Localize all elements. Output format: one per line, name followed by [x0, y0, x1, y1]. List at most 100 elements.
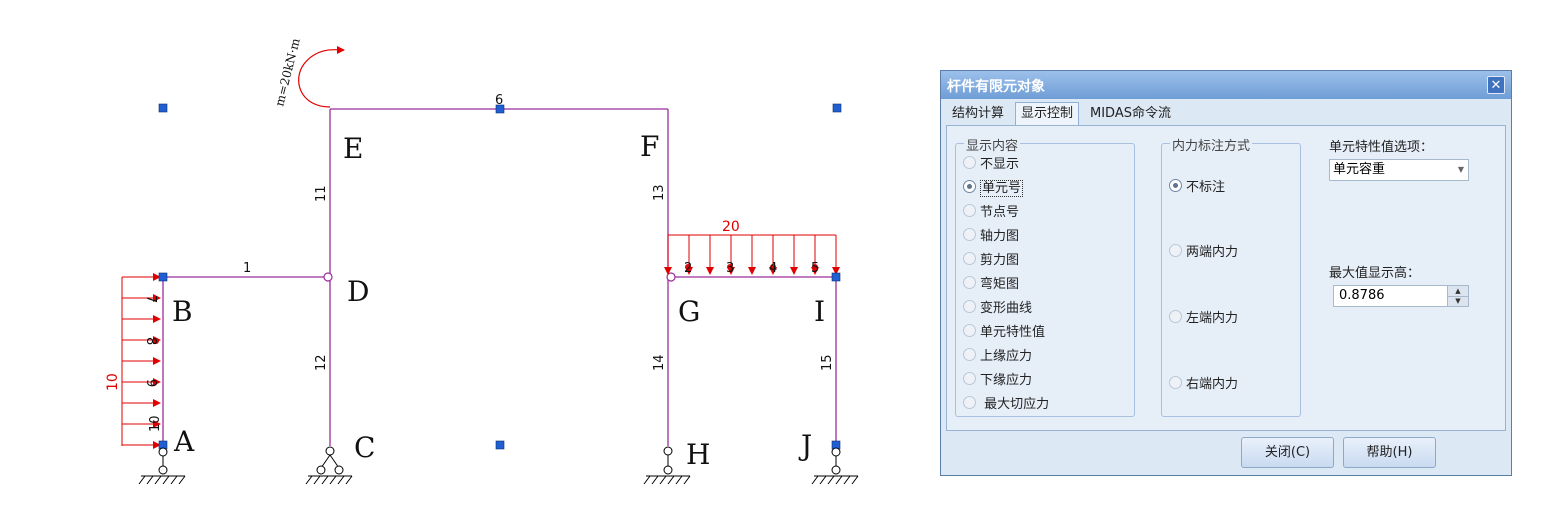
top-load-label: 20	[722, 219, 740, 235]
tab-display-control[interactable]: 显示控制	[1015, 102, 1080, 126]
node-markers	[158, 103, 842, 450]
side-load-label: 10	[105, 373, 121, 391]
supports	[141, 446, 858, 477]
radio-bending-moment[interactable]: 弯矩图	[963, 273, 1019, 293]
radio-circle	[1169, 376, 1182, 389]
element-label-4: 4	[769, 261, 777, 276]
force-annotation-group: 内力标注方式 不标注 两端内力 左端内力 右端内力	[1161, 135, 1301, 417]
tab-midas-commands[interactable]: MIDAS命令流	[1090, 106, 1171, 121]
radio-shear-force[interactable]: 剪力图	[963, 249, 1019, 269]
radio-circle	[963, 180, 976, 193]
node-label-e: E	[343, 132, 363, 165]
moment-label: m=20kN·m	[272, 36, 303, 108]
ground-hatching	[138, 475, 859, 485]
element-prop-select[interactable]: 单元容重 ▼	[1329, 159, 1469, 181]
node-label-g: G	[678, 295, 700, 328]
radio-no-annotation[interactable]: 不标注	[1169, 176, 1225, 196]
finite-element-dialog: 杆件有限元对象 ✕ 结构计算 显示控制 MIDAS命令流 显示内容 不显示 单元…	[940, 70, 1512, 476]
radio-circle	[963, 396, 976, 409]
midpoint-markers	[153, 264, 818, 344]
element-label-11: 11	[314, 185, 329, 202]
hinge-d	[323, 272, 333, 282]
moment-arrow-icon	[298, 45, 345, 108]
hinge-g	[666, 272, 676, 282]
node-label-b: B	[172, 295, 193, 328]
spin-down-icon[interactable]: ▼	[1455, 297, 1461, 305]
top-distributed-load	[664, 234, 840, 275]
radio-label: 左端内力	[1186, 311, 1239, 326]
spin-up-icon[interactable]: ▲	[1448, 286, 1468, 297]
radio-label: 剪力图	[980, 253, 1020, 268]
max-height-spinbox[interactable]: 0.8786 ▲ ▼	[1333, 285, 1469, 307]
node-marker	[495, 440, 505, 450]
element-label-10: 10	[148, 415, 163, 432]
help-button[interactable]: 帮助(H)	[1343, 437, 1436, 468]
tab-structure-calc[interactable]: 结构计算	[952, 106, 1005, 121]
radio-no-display[interactable]: 不显示	[963, 153, 1019, 173]
radio-label: 节点号	[980, 205, 1020, 220]
node-marker	[832, 103, 842, 113]
node-label-f: F	[640, 130, 659, 163]
radio-label: 最大切应力	[980, 397, 1050, 412]
element-label-15: 15	[820, 354, 835, 371]
radio-label: 单元号	[980, 180, 1024, 197]
element-label-8: 8	[143, 337, 158, 345]
display-content-legend: 显示内容	[964, 135, 1021, 154]
radio-deformation[interactable]: 变形曲线	[963, 297, 1032, 317]
node-marker	[158, 103, 168, 113]
radio-top-stress[interactable]: 上缘应力	[963, 345, 1032, 365]
max-height-label: 最大值显示高：	[1329, 266, 1421, 281]
element-prop-value: 单元容重	[1333, 162, 1386, 177]
radio-label: 轴力图	[980, 229, 1020, 244]
radio-circle	[963, 156, 976, 169]
radio-label: 两端内力	[1186, 245, 1239, 260]
element-label-2: 2	[684, 261, 692, 276]
radio-right-end[interactable]: 右端内力	[1169, 373, 1238, 393]
radio-circle	[963, 372, 976, 385]
element-prop-label: 单元特性值选项：	[1329, 140, 1434, 155]
radio-circle	[963, 228, 976, 241]
max-height-value: 0.8786	[1339, 288, 1385, 303]
radio-circle	[963, 300, 976, 313]
close-icon[interactable]: ✕	[1487, 76, 1505, 94]
radio-circle	[963, 348, 976, 361]
node-marker	[495, 104, 505, 114]
element-label-9: 9	[143, 379, 158, 387]
radio-label: 不显示	[980, 157, 1020, 172]
radio-circle	[963, 252, 976, 265]
radio-circle	[963, 276, 976, 289]
dialog-title: 杆件有限元对象	[947, 79, 1045, 95]
element-label-1: 1	[243, 261, 251, 276]
radio-element-number[interactable]: 单元号	[963, 177, 1024, 197]
dialog-titlebar[interactable]: 杆件有限元对象 ✕	[941, 71, 1511, 99]
radio-label: 右端内力	[1186, 377, 1239, 392]
node-label-a: A	[173, 425, 195, 458]
members	[162, 108, 837, 446]
radio-element-property[interactable]: 单元特性值	[963, 321, 1045, 341]
node-marker	[831, 272, 841, 282]
node-marker	[158, 272, 168, 282]
close-button[interactable]: 关闭(C)	[1241, 437, 1334, 468]
radio-node-number[interactable]: 节点号	[963, 201, 1019, 221]
radio-circle	[1169, 310, 1182, 323]
node-label-c: C	[354, 431, 375, 464]
force-annotation-legend: 内力标注方式	[1170, 135, 1253, 154]
radio-both-ends[interactable]: 两端内力	[1169, 241, 1238, 261]
element-label-7: 7	[143, 295, 158, 303]
display-control-panel: 显示内容 不显示 单元号 节点号 轴力图 剪力图 弯矩图 变形曲线 单元特性值 …	[946, 125, 1506, 431]
radio-circle	[963, 324, 976, 337]
radio-left-end[interactable]: 左端内力	[1169, 307, 1238, 327]
node-label-d: D	[347, 275, 369, 308]
radio-label: 单元特性值	[980, 325, 1046, 340]
radio-axial-force[interactable]: 轴力图	[963, 225, 1019, 245]
radio-bottom-stress[interactable]: 下缘应力	[963, 369, 1032, 389]
element-label-5: 5	[811, 261, 819, 276]
radio-label: 弯矩图	[980, 277, 1020, 292]
element-label-13: 13	[652, 184, 667, 201]
radio-max-shear-stress[interactable]: 最大切应力	[963, 393, 1049, 413]
radio-label: 上缘应力	[980, 349, 1033, 364]
radio-label: 下缘应力	[980, 373, 1033, 388]
node-label-i: I	[814, 295, 825, 328]
chevron-down-icon: ▼	[1457, 165, 1464, 174]
element-label-12: 12	[314, 354, 329, 371]
